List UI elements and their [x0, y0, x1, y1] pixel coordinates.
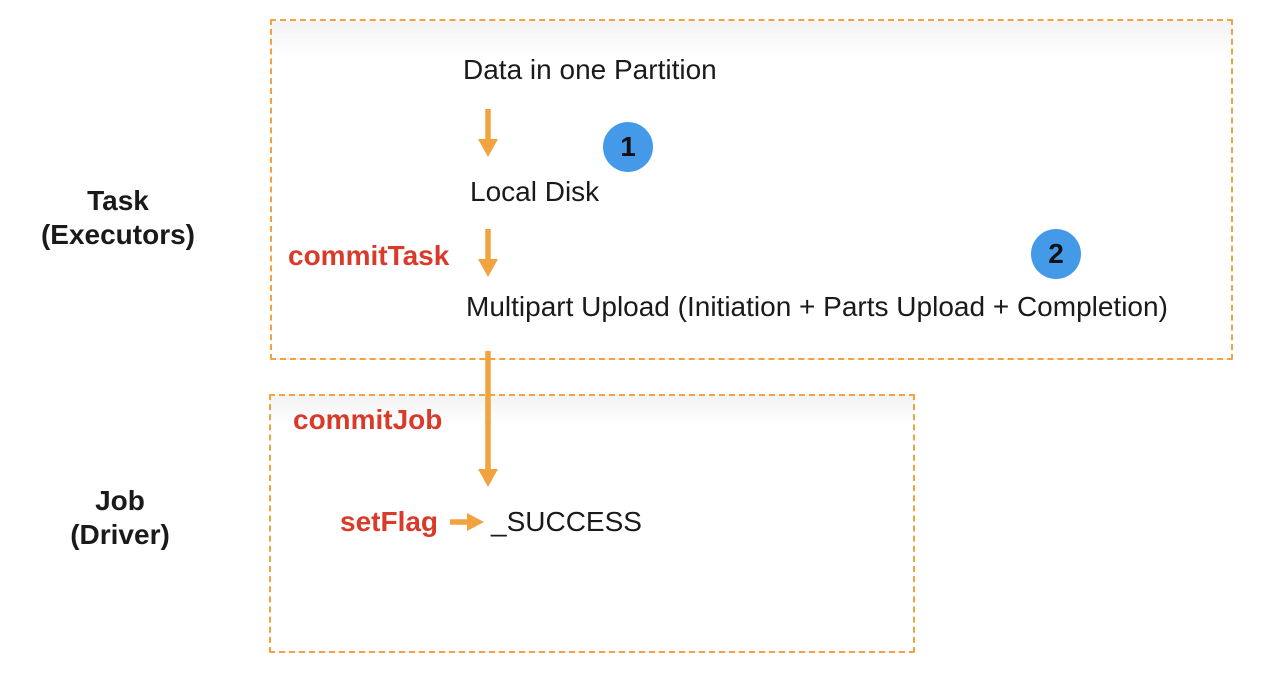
set-flag-label: setFlag [340, 506, 439, 537]
job-label-line2: (Driver) [70, 518, 170, 550]
commit-job-label: commitJob [293, 404, 443, 435]
job-driver-label: Job (Driver) [20, 484, 220, 551]
commit-task-label: commitTask [288, 240, 450, 271]
data-in-partition-text: Data in one Partition [463, 54, 717, 85]
task-executors-box [270, 19, 1233, 360]
task-executors-label: Task (Executors) [18, 184, 218, 251]
task-label-line1: Task [87, 185, 149, 216]
task-label-line2: (Executors) [40, 218, 196, 250]
down-arrow-icon-task-to-job [478, 351, 498, 487]
local-disk-text: Local Disk [470, 176, 600, 207]
step-1-badge: 1 [603, 122, 653, 172]
right-arrow-icon-setflag [450, 513, 484, 531]
multipart-upload-text: Multipart Upload (Initiation + Parts Upl… [466, 291, 1168, 322]
down-arrow-icon-disk-to-upload [478, 229, 498, 277]
success-flag-text: _SUCCESS [491, 506, 642, 537]
job-label-line1: Job [95, 485, 145, 516]
down-arrow-icon-partition-to-disk [478, 109, 498, 157]
step-2-badge: 2 [1031, 229, 1081, 279]
job-driver-box [269, 394, 915, 653]
